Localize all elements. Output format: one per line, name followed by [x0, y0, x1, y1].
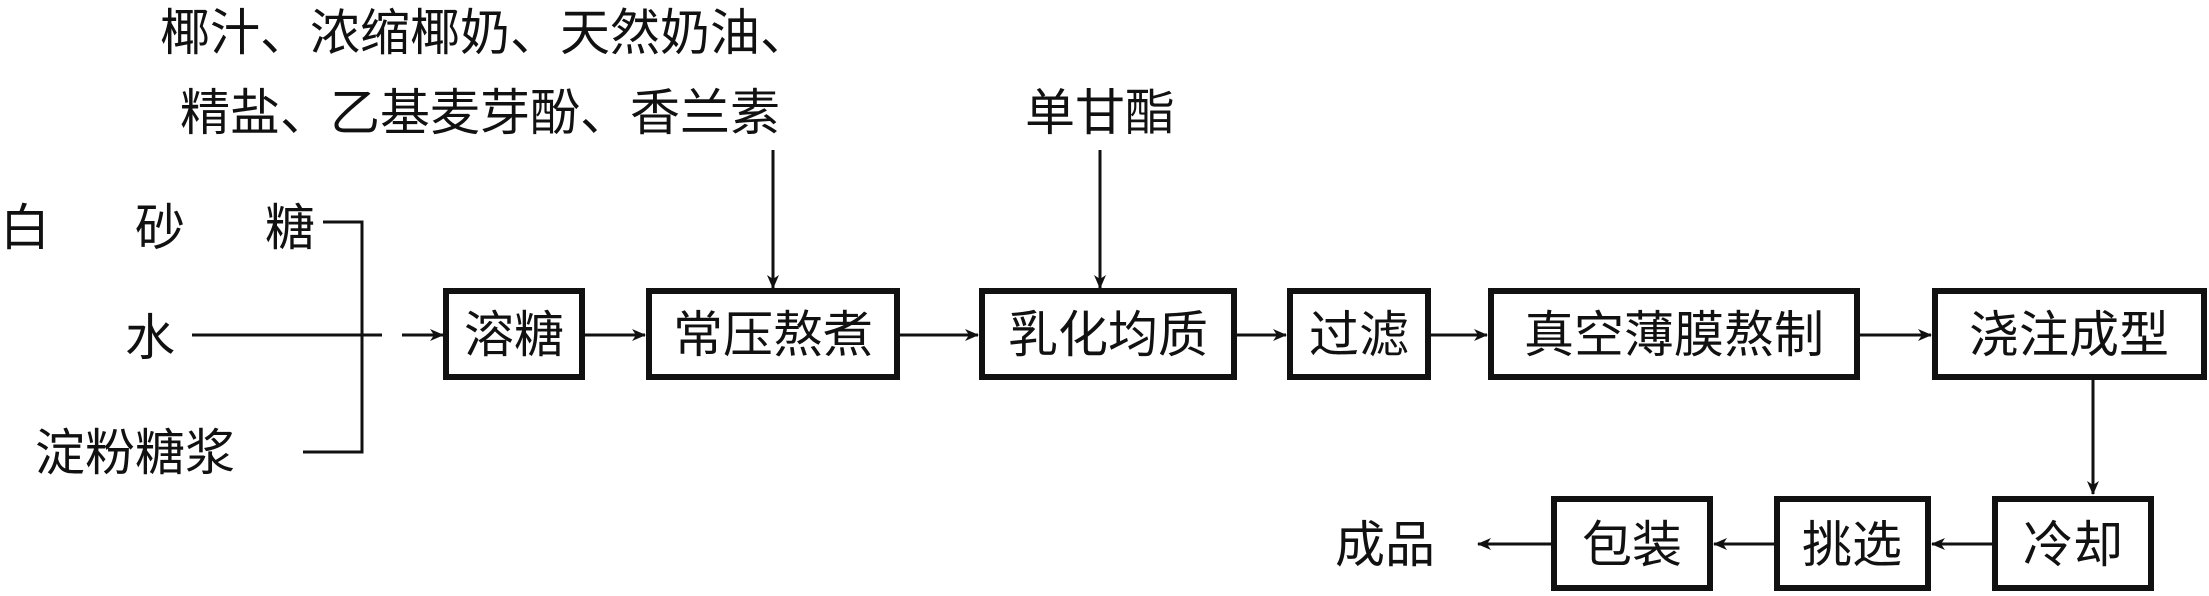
additive-label-line2: 精盐、乙基麦芽酚、香兰素 — [180, 84, 780, 142]
step-box-emulsify — [979, 288, 1237, 380]
step-boil: 常压熬煮 — [673, 306, 873, 364]
step-pour: 浇注成型 — [1969, 306, 2169, 364]
input-sugar-char2: 砂 — [135, 199, 185, 257]
step-box-vacuum — [1488, 288, 1860, 380]
step-box-boil — [646, 288, 900, 380]
step-box-pack — [1551, 496, 1713, 591]
step-emulsify: 乳化均质 — [1008, 306, 1208, 364]
step-dissolve: 溶糖 — [464, 306, 564, 364]
step-cool: 冷却 — [2023, 516, 2123, 574]
step-filter: 过滤 — [1309, 306, 1409, 364]
output-product: 成品 — [1335, 516, 1435, 574]
additive-label-line1: 椰汁、浓缩椰奶、天然奶油、 — [160, 4, 810, 62]
additive-label-emulsifier: 单甘酯 — [1025, 84, 1175, 142]
step-vacuum: 真空薄膜熬制 — [1524, 306, 1824, 364]
step-pack: 包装 — [1582, 516, 1682, 574]
step-box-dissolve — [443, 288, 585, 380]
step-box-pour — [1932, 288, 2207, 380]
step-box-filter — [1287, 288, 1431, 380]
step-box-cool — [1992, 496, 2154, 591]
input-starch-syrup: 淀粉糖浆 — [35, 424, 235, 482]
input-water: 水 — [125, 309, 175, 367]
input-bracket — [303, 220, 364, 454]
input-sugar-char1: 白 — [0, 199, 50, 257]
step-pick: 挑选 — [1802, 516, 1902, 574]
step-box-pick — [1774, 496, 1931, 591]
input-sugar-char3: 糖 — [265, 199, 315, 257]
